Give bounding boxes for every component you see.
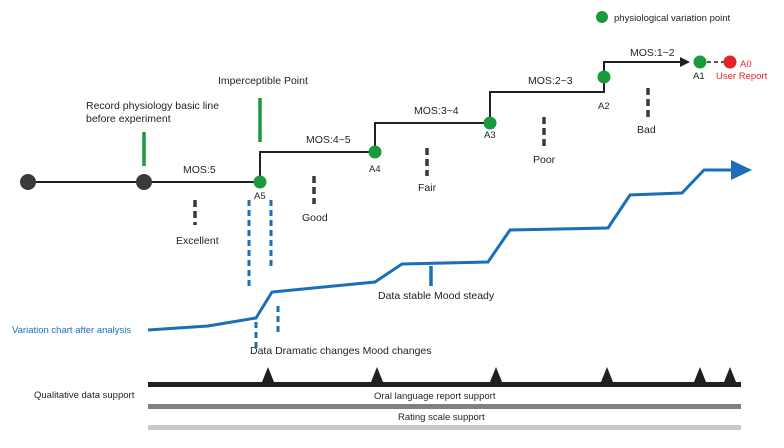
point-a1 (693, 55, 707, 69)
point-a2 (597, 70, 611, 84)
start-point (20, 174, 36, 190)
quality-markers (193, 88, 650, 225)
point-label-a2: A2 (598, 101, 610, 112)
imperceptible-label: Imperceptible Point (218, 75, 308, 87)
point-a3 (483, 116, 497, 130)
point-label-a4: A4 (369, 164, 381, 175)
dramatic-label: Data Dramatic changes Mood changes (250, 345, 432, 357)
point-label-a0: A0 (740, 59, 752, 70)
point-label-a1: A1 (693, 71, 705, 82)
quality-good: Good (302, 212, 328, 224)
baseline-note-line2: before experiment (86, 113, 171, 125)
rating-bar (148, 425, 741, 430)
point-a0 (723, 55, 737, 69)
rating-label: Rating scale support (398, 412, 485, 423)
quality-fair: Fair (418, 182, 437, 194)
oral-bar (148, 404, 741, 409)
point-label-a3: A3 (484, 130, 496, 141)
baseline-note-line1: Record physiology basic line (86, 100, 219, 112)
point-a4 (368, 145, 382, 159)
mos-label-2-3: MOS:2~3 (528, 75, 573, 87)
user-report-label: User Report (716, 71, 768, 82)
quality-bad: Bad (637, 124, 656, 136)
point-label-a5: A5 (254, 191, 266, 202)
stable-label: Data stable Mood steady (378, 290, 495, 302)
variation-label: Variation chart after analysis (12, 325, 131, 336)
legend-dot (596, 11, 608, 23)
mos-label-5: MOS:5 (183, 164, 216, 176)
qualitative-label: Qualitative data support (34, 390, 135, 401)
mos-label-1-2: MOS:1~2 (630, 47, 675, 59)
variation-curve (147, 168, 733, 332)
qualitative-bar (148, 382, 741, 387)
oral-label: Oral language report support (374, 391, 496, 402)
dramatic-change-guides (247, 200, 280, 348)
legend-label: physiological variation point (614, 13, 731, 24)
quality-excellent: Excellent (176, 235, 219, 247)
quality-poor: Poor (533, 154, 556, 166)
baseline-point (136, 174, 152, 190)
qualitative-markers (262, 367, 736, 382)
mos-label-4-5: MOS:4~5 (306, 134, 351, 146)
mos-label-3-4: MOS:3~4 (414, 105, 459, 117)
variation-arrow-head (731, 160, 752, 180)
point-a5 (253, 175, 267, 189)
